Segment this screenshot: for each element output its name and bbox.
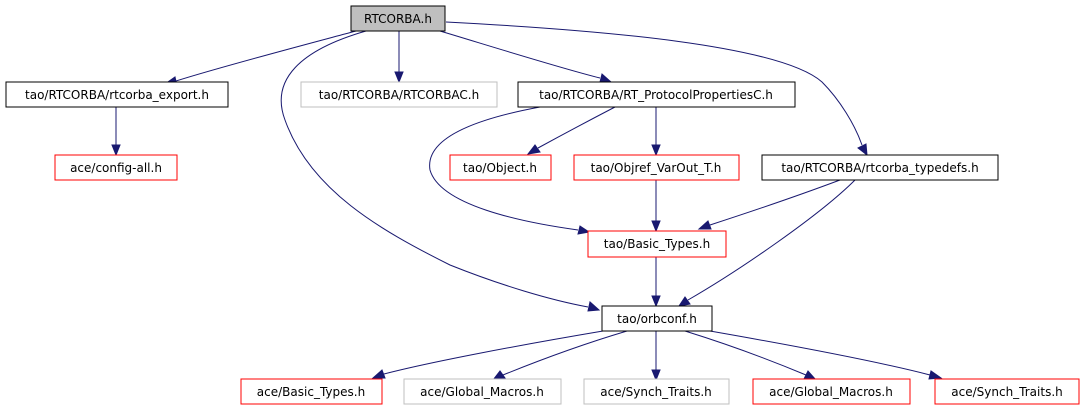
edge-rt-protocol-properties-to-basic-types	[429, 106, 591, 235]
node-rtcorba-typedefs-h-label: tao/RTCORBA/rtcorba_typedefs.h	[781, 161, 978, 175]
node-rtcorba-h[interactable]: RTCORBA.h	[350, 5, 446, 32]
node-objref-varout-t-h[interactable]: tao/Objref_VarOut_T.h	[573, 154, 740, 181]
node-rtcorba-export-h[interactable]: tao/RTCORBA/rtcorba_export.h	[5, 81, 229, 108]
node-object-h[interactable]: tao/Object.h	[449, 154, 552, 181]
node-rtcorba-typedefs-h[interactable]: tao/RTCORBA/rtcorba_typedefs.h	[761, 154, 999, 181]
node-rt-protocol-properties-h[interactable]: tao/RTCORBA/RT_ProtocolPropertiesC.h	[517, 81, 796, 108]
node-ace-basic-types-h[interactable]: ace/Basic_Types.h	[240, 378, 383, 405]
edge-root-to-rt-protocol-properties	[439, 30, 613, 83]
node-ace-global-macros-h-label: ace/Global_Macros.h	[769, 385, 893, 399]
edge-root-to-rtcorbac	[394, 31, 404, 84]
edge-root-to-orbconf	[280, 30, 601, 312]
node-ace-synch-traits-h-label: ace/Synch_Traits.h	[951, 385, 1062, 399]
node-object-h-label: tao/Object.h	[463, 161, 537, 175]
edge-layer	[111, 21, 943, 382]
node-ace-global-macros-external-h-label: ace/Global_Macros.h	[420, 385, 544, 399]
edge-orbconf-to-global-macros	[684, 330, 818, 381]
node-tao-basic-types-h[interactable]: tao/Basic_Types.h	[587, 230, 727, 258]
node-config-all-h[interactable]: ace/config-all.h	[54, 154, 178, 181]
node-rtcorbac-h-label: tao/RTCORBA/RTCORBAC.h	[319, 88, 479, 102]
node-ace-synch-traits-external-h[interactable]: ace/Synch_Traits.h	[583, 378, 730, 405]
node-ace-synch-traits-external-h-label: ace/Synch_Traits.h	[600, 385, 711, 399]
node-rtcorba-export-h-label: tao/RTCORBA/rtcorba_export.h	[25, 88, 209, 102]
edge-rtcorba-typedefs-to-orbconf	[677, 179, 856, 307]
edge-orbconf-to-synch-traits-external	[651, 331, 661, 382]
node-rtcorbac-h[interactable]: tao/RTCORBA/RTCORBAC.h	[300, 81, 498, 108]
node-ace-global-macros-external-h[interactable]: ace/Global_Macros.h	[403, 378, 562, 405]
node-orbconf-h-label: tao/orbconf.h	[617, 312, 697, 326]
node-rt-protocol-properties-h-label: tao/RTCORBA/RT_ProtocolPropertiesC.h	[539, 88, 773, 102]
node-ace-synch-traits-h[interactable]: ace/Synch_Traits.h	[934, 378, 1080, 405]
node-layer: RTCORBA.h tao/RTCORBA/rtcorba_export.h t…	[5, 5, 1080, 405]
edge-rt-protocol-properties-to-objref-varout	[651, 107, 661, 157]
node-objref-varout-t-h-label: tao/Objref_VarOut_T.h	[591, 161, 722, 175]
edge-root-to-rtcorba-typedefs	[445, 21, 868, 157]
edge-rtcorba-typedefs-to-basic-types	[697, 179, 841, 230]
edge-orbconf-to-synch-traits	[709, 330, 943, 380]
node-ace-global-macros-h[interactable]: ace/Global_Macros.h	[752, 378, 911, 405]
edge-basic-types-to-orbconf	[651, 257, 661, 308]
node-rtcorba-h-label: RTCORBA.h	[364, 12, 432, 26]
node-ace-basic-types-h-label: ace/Basic_Types.h	[257, 385, 365, 399]
node-tao-basic-types-h-label: tao/Basic_Types.h	[604, 237, 710, 251]
edge-rt-protocol-properties-to-object	[526, 106, 616, 155]
edge-rtcorba-export-to-config-all	[111, 107, 121, 157]
node-config-all-h-label: ace/config-all.h	[70, 161, 162, 175]
edge-objref-varout-to-basic-types	[651, 180, 661, 233]
node-orbconf-h[interactable]: tao/orbconf.h	[601, 305, 713, 332]
edge-orbconf-to-ace-basic-types	[371, 330, 604, 379]
edge-root-to-rtcorba-export	[163, 30, 357, 87]
